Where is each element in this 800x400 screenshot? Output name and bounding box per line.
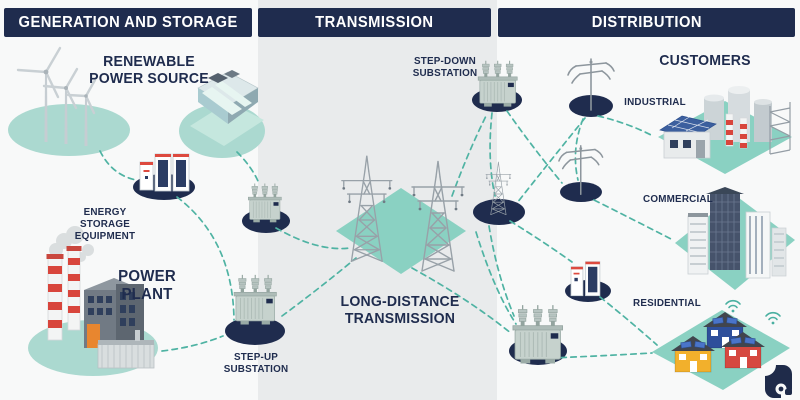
power-plant-label: POWER PLANT bbox=[118, 268, 176, 304]
header-transmission: TRANSMISSION bbox=[258, 8, 491, 37]
utility-pole-icon bbox=[558, 58, 615, 195]
header-generation-label: GENERATION AND STORAGE bbox=[18, 13, 238, 31]
header-generation-and-storage: GENERATION AND STORAGE bbox=[4, 8, 252, 37]
evernote-elephant-logo bbox=[765, 365, 792, 398]
substation-transformer-icon bbox=[247, 183, 282, 223]
customers-label: CUSTOMERS bbox=[659, 52, 751, 69]
industrial-label: INDUSTRIAL bbox=[624, 96, 686, 108]
header-distribution-label: DISTRIBUTION bbox=[591, 13, 702, 31]
industrial-customer-icon bbox=[659, 86, 791, 159]
energy-storage-icon bbox=[139, 153, 190, 192]
header-distribution: DISTRIBUTION bbox=[498, 8, 795, 37]
step-down-substation-label: STEP-DOWN SUBSTATION bbox=[412, 55, 478, 80]
commercial-label: COMMERCIAL bbox=[643, 193, 713, 205]
power-plant-icon bbox=[46, 226, 155, 369]
battery-storage-icon bbox=[570, 261, 601, 297]
hydro-dam-icon bbox=[190, 70, 264, 146]
long-distance-transmission-label: LONG-DISTANCE TRANSMISSION bbox=[340, 293, 460, 328]
distribution-transformer-icon bbox=[512, 304, 564, 365]
step-down-substation-icon bbox=[477, 60, 518, 108]
renewable-power-source-label: RENEWABLE POWER SOURCE bbox=[89, 53, 209, 88]
connection-lines bbox=[99, 110, 672, 359]
header-transmission-label: TRANSMISSION bbox=[315, 13, 434, 31]
wind-turbines-icon bbox=[16, 46, 97, 146]
step-up-substation-icon bbox=[233, 274, 277, 326]
residential-label: RESIDENTIAL bbox=[633, 297, 701, 309]
transmission-background-band bbox=[258, 0, 497, 400]
commercial-customer-icon bbox=[687, 187, 787, 279]
step-up-substation-label: STEP-UP SUBSTATION bbox=[223, 351, 289, 376]
energy-storage-equipment-label: ENERGY STORAGE EQUIPMENT bbox=[74, 206, 136, 243]
